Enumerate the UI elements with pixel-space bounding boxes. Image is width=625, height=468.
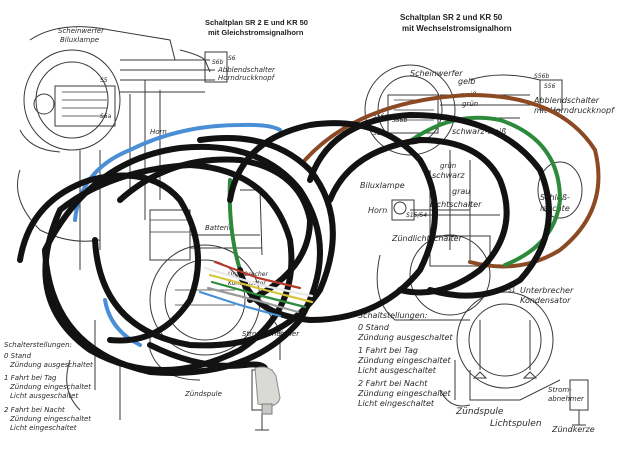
left-label-s5: S5 [100,77,108,84]
wire-end-grey [206,286,300,314]
cable-black-loop-7 [17,172,201,344]
left-stellung-2a: 2 Fahrt bei Nacht [4,406,65,414]
left-label-horn: Horn [150,128,167,136]
left-stellung-1c: Licht ausgeschaltet [10,392,78,400]
right-title-line2: mit Wechselstromsignalhorn [402,24,512,33]
left-label-horndruckknopf: Horndruckknopf [218,74,276,82]
right-label-zundkerze: Zündkerze [551,425,595,434]
right-label-kondensator: Kondensator [520,296,571,305]
left-label-scheinwerfer: Scheinwerfer [58,27,105,35]
right-label-grun: grün [440,162,456,170]
wire-end-white [203,266,314,298]
right-label-s56: S56 [544,83,556,90]
left-stellung-0b: Zündung ausgeschaltet [9,361,93,369]
right-label-schwarz-weiss: schwarz-weiß [452,127,506,136]
cable-black-loop-5 [307,111,552,299]
left-label-abblendschalter: Abblendschalter [217,66,276,74]
left-stellung-1b: Zündung eingeschaltet [9,383,91,391]
cable-blue-lower [103,298,142,347]
right-label-zundspule: Zündspule [455,407,504,417]
wire-bundle-ends [198,260,314,318]
right-label-unterbrecher: Unterbrecher [520,286,574,295]
right-label-biluxlampe: Biluxlampe [360,181,405,190]
left-title-line2: mit Gleichstromsignalhorn [208,28,304,37]
cable-harness [17,92,601,415]
right-stellung-1b: Zündung eingeschaltet [357,356,451,365]
right-label-grau: grau [452,187,470,196]
right-label-stromabnehmer-1: Strom- [548,386,572,394]
right-stellung-heading: Schaltstellungen: [358,311,428,320]
right-schematic [364,64,589,426]
right-label-schlussleuchte-2: leuchte [540,204,570,213]
left-stellung-2b: Zündung eingeschaltet [9,415,91,423]
right-label-abblendschalter: Abblendschalter [533,96,600,105]
spark-plug-connector [254,366,281,415]
right-switch-positions: Schaltstellungen: 0 Stand Zündung ausges… [357,311,453,408]
cable-black-loop-8 [117,156,314,303]
left-label-s6b: S6b [212,59,224,66]
left-label-s6a: S6a [100,113,112,120]
wire-end-green [210,280,307,309]
cable-black-loop-4 [227,120,438,324]
right-label-s1: S1 [508,287,516,294]
left-stellung-heading: Schalterstellungen: [4,341,72,349]
right-label-s56b-left: S56b [392,117,407,124]
left-label-batterie: Batterie [205,224,233,232]
right-label-gelb: gelb [458,77,475,86]
connector-cap [261,403,273,415]
right-label-mit-horndruckknopf: mit Horndruckknopf [534,106,615,115]
right-label-lichtschalter: Lichtschalter [430,200,482,209]
right-label-s15-54: S15/54 [406,212,427,219]
connector-body [254,366,281,407]
right-label-horn: Horn [368,206,387,215]
left-stellung-1a: 1 Fahrt bei Tag [4,374,57,382]
left-label-zundspule: Zündspule [184,390,222,398]
cable-black-loop-6 [327,136,510,296]
right-label-schlussleuchte-1: Schluß- [540,193,570,202]
right-label-zundlichtschalter: Zündlichtschalter [391,234,463,243]
left-schematic [17,26,281,431]
right-label-schwarz: schwarz [432,171,465,180]
left-switch-positions: Schalterstellungen: 0 Stand Zündung ausg… [4,341,93,432]
right-stellung-1a: 1 Fahrt bei Tag [358,346,418,355]
right-stellung-2b: Zündung eingeschaltet [357,389,451,398]
left-label-biluxlampe: Biluxlampe [60,36,99,44]
right-label-lichtspulen: Lichtspulen [490,419,542,429]
right-label-scheinwerfer: Scheinwerfer [410,69,463,78]
wire-end-yellow [208,273,314,304]
wire-end-red [213,260,302,290]
cable-black-loop-2 [42,143,323,376]
right-stellung-0a: 0 Stand [358,323,390,332]
right-stellung-2a: 2 Fahrt bei Nacht [358,379,428,388]
right-stellung-1c: Licht ausgeschaltet [358,366,437,375]
right-label-stromabnehmer-2: abnehmer [548,395,585,403]
left-stellung-2c: Licht eingeschaltet [10,424,77,432]
left-stellung-0a: 0 Stand [4,352,32,360]
wire-end-blue [198,290,282,318]
left-label-s6: S6 [228,55,236,62]
right-label-s56b: S56b [534,73,549,80]
cable-black-loop-3 [92,135,336,349]
left-title-line1: Schaltplan SR 2 E und KR 50 [205,18,308,27]
right-stellung-0b: Zündung ausgeschaltet [357,333,453,342]
right-title-line1: Schaltplan SR 2 und KR 50 [400,13,503,22]
cable-brown [303,92,601,269]
right-label-grun-top: grün [462,100,478,108]
right-stellung-2c: Licht eingeschaltet [358,399,435,408]
